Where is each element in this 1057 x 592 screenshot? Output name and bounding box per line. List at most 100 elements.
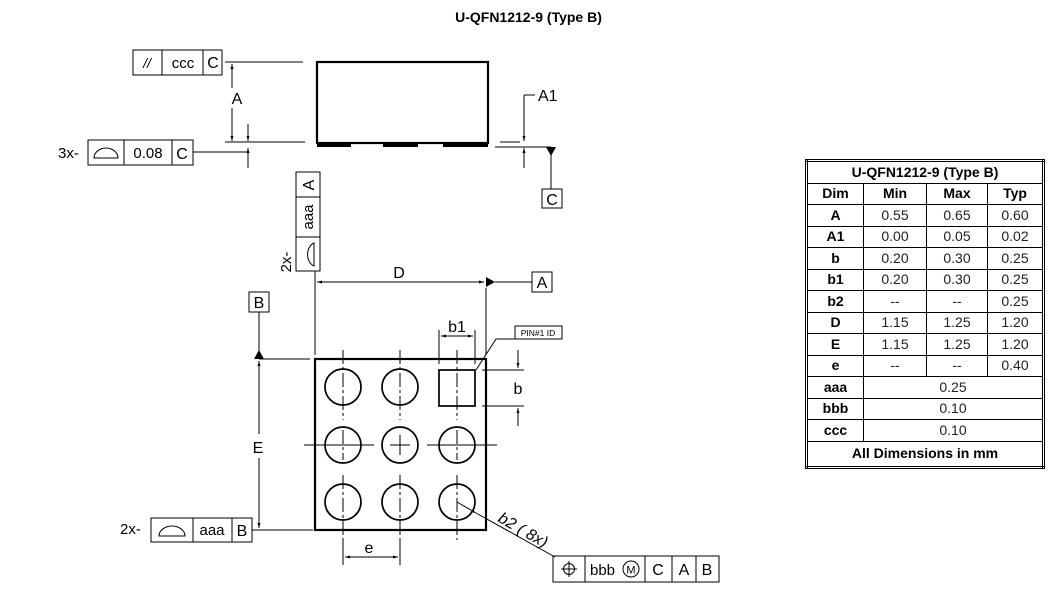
package-body-side	[315, 60, 490, 145]
fcf-tolerance: ccc	[172, 55, 195, 72]
dim-value-cell: --	[863, 354, 927, 377]
pin1-square-pad	[438, 369, 476, 407]
table-header-row: Dim Min Max Typ	[806, 182, 1044, 205]
drawing-title: U-QFN1212-9 (Type B)	[455, 9, 602, 25]
table-title: U-QFN1212-9 (Type B)	[806, 160, 1044, 184]
datum-C-box	[541, 188, 563, 209]
column-header: Max	[926, 182, 988, 205]
fcf-position: bbb M C A B	[552, 555, 720, 583]
datum-triangle-icon	[254, 350, 264, 359]
dim-A1-label: A1	[538, 88, 558, 105]
dim-name-cell: ccc	[806, 419, 864, 442]
datum-B-label: B	[254, 295, 265, 312]
dim-name-cell: b1	[806, 268, 864, 291]
dim-value-cell: 0.30	[926, 268, 988, 291]
dim-b1-label: b1	[448, 319, 466, 336]
dim-value-cell: 1.20	[987, 311, 1044, 334]
dim-name-cell: e	[806, 354, 864, 377]
dim-value-cell: --	[926, 354, 988, 377]
dim-name-cell: A	[806, 204, 864, 227]
dim-value-cell: 0.25	[863, 376, 1044, 399]
dim-value-cell: 1.25	[926, 333, 988, 356]
table-footer-row: All Dimensions in mm	[806, 440, 1044, 468]
dim-value-cell: 0.30	[926, 247, 988, 270]
dim-value-cell: 0.02	[987, 225, 1044, 248]
pin1-leader	[475, 338, 515, 371]
dim-value-cell: 0.00	[863, 225, 927, 248]
dim-name-cell: D	[806, 311, 864, 334]
fcf-prefix: 3x-	[58, 145, 79, 162]
table-row: b2----0.25	[806, 290, 1044, 313]
fcf-datum: C	[207, 55, 219, 72]
dim-value-cell: 0.60	[987, 204, 1044, 227]
dim-value-cell: 0.55	[863, 204, 927, 227]
column-header: Typ	[987, 182, 1044, 205]
dim-b-label: b	[514, 381, 523, 398]
fcf-surface-profile: 3x- 0.08 C	[58, 139, 248, 166]
dim-name-cell: b	[806, 247, 864, 270]
dim-value-cell: 0.40	[987, 354, 1044, 377]
surface-profile-icon	[307, 242, 315, 267]
table-footer: All Dimensions in mm	[806, 440, 1044, 468]
table-row: e----0.40	[806, 354, 1044, 377]
position-icon	[561, 561, 577, 577]
dim-value-cell: 0.10	[863, 397, 1044, 420]
dim-value-cell: 1.25	[926, 311, 988, 334]
datum-A-label: A	[537, 275, 548, 292]
fcf-tolerance: 0.08	[133, 145, 162, 162]
fcf-vertical: A aaa 2x-	[278, 171, 321, 272]
dim-E-label: E	[253, 440, 264, 457]
dim-value-cell: 0.20	[863, 268, 927, 291]
side-view: A A1 C // ccc C 3x- 0.08 C	[58, 49, 563, 209]
dim-value-cell: 0.25	[987, 290, 1044, 313]
dim-e-label: e	[365, 540, 374, 557]
fcf-datum: B	[237, 523, 248, 540]
fcf-datum: A	[301, 179, 318, 190]
fcf-tolerance: bbb	[590, 562, 615, 579]
top-view: A aaa 2x- A D B E 2x- aaa	[120, 171, 720, 583]
dim-value-cell: 0.05	[926, 225, 988, 248]
datum-C-label: C	[546, 192, 558, 209]
datum-triangle-icon	[486, 277, 495, 287]
column-header: Min	[863, 182, 927, 205]
dim-value-cell: 0.10	[863, 419, 1044, 442]
dim-name-cell: A1	[806, 225, 864, 248]
fcf-datum: C	[652, 562, 664, 579]
dim-name-cell: bbb	[806, 397, 864, 420]
dim-value-cell: 0.25	[987, 268, 1044, 291]
fcf-parallelism: // ccc C	[132, 49, 223, 76]
pin1-id-box	[514, 325, 563, 340]
dim-value-cell: 0.20	[863, 247, 927, 270]
centerlines	[304, 350, 497, 540]
dim-value-cell: 1.15	[863, 311, 927, 334]
datum-A-box	[531, 271, 553, 293]
dim-value-cell: --	[863, 290, 927, 313]
ball-pads	[324, 368, 476, 521]
fcf-datum: A	[679, 562, 690, 579]
fcf-tolerance: aaa	[300, 204, 317, 230]
surface-profile-icon	[93, 147, 119, 159]
mmc-modifier-icon	[622, 560, 640, 578]
table-title-row: U-QFN1212-9 (Type B)	[806, 160, 1044, 184]
fcf-bottom: 2x- aaa B	[120, 517, 253, 543]
dim-name-cell: E	[806, 333, 864, 356]
dim-value-cell: --	[926, 290, 988, 313]
dim-b2-label: b2 ( 8x)	[495, 510, 550, 552]
dim-A-label: A	[232, 91, 243, 108]
fcf-prefix: 2x-	[120, 521, 141, 538]
column-header: Dim	[806, 182, 864, 205]
dim-D-label: D	[393, 265, 405, 282]
dim-name-cell: aaa	[806, 376, 864, 399]
fcf-tolerance: aaa	[199, 522, 225, 539]
fcf-modifier: M	[626, 565, 635, 577]
